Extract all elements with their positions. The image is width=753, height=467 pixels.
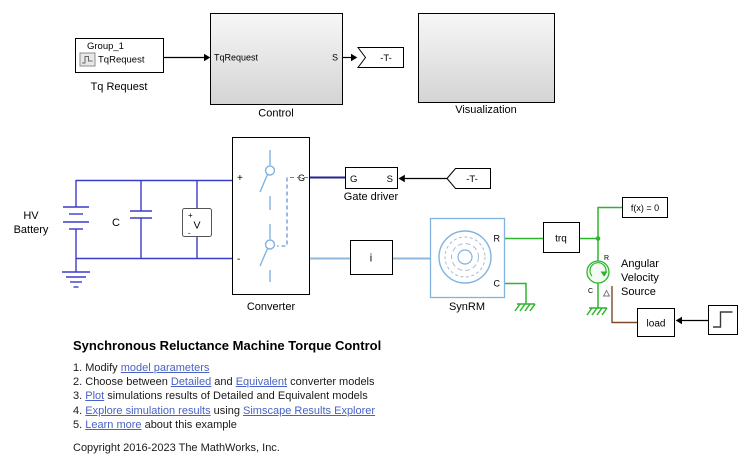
instruction-2: 2. Choose between Detailed and Equivalen… — [73, 375, 693, 389]
signal-waveform-icon — [79, 52, 96, 67]
link-plot[interactable]: Plot — [85, 390, 105, 403]
block-label: Tq Request — [91, 81, 148, 93]
block-label-line1: Angular — [621, 258, 659, 270]
link-learn-more[interactable]: Learn more — [85, 418, 142, 431]
port-label-c: C — [494, 279, 501, 289]
port-label-g: G — [350, 174, 357, 185]
voltmeter-plus-label: + — [188, 211, 193, 220]
instruction-1: 1. Modify model parameters — [73, 361, 693, 375]
port-label-c: C — [588, 288, 593, 295]
item-number: 4. — [73, 404, 83, 417]
instruction-3: 3. Plot simulations results of Detailed … — [73, 389, 693, 403]
block-converter[interactable]: + - G Converter — [232, 137, 310, 314]
voltmeter-minus-label: - — [188, 229, 191, 238]
wire-junction — [595, 236, 601, 241]
block-tq-request[interactable]: Group_1 TqRequest Tq Request — [75, 38, 164, 94]
port-label-minus: - — [237, 254, 240, 265]
model-diagram: Group_1 TqRequest Tq Request TqRequest S… — [14, 13, 738, 337]
capacitor-label: C — [112, 217, 120, 229]
block-label: Control — [258, 108, 293, 120]
block-control[interactable]: TqRequest S Control — [210, 13, 343, 120]
instruction-4: 4. Explore simulation results using Sims… — [73, 404, 693, 418]
item-text: converter models — [287, 376, 375, 389]
gate-dashed-line — [277, 176, 308, 247]
instruction-5: 5. Learn more about this example — [73, 418, 693, 432]
item-text: and — [211, 376, 236, 389]
link-detailed[interactable]: Detailed — [170, 376, 212, 389]
item-text: Choose between — [85, 376, 171, 389]
link-equivalent[interactable]: Equivalent — [235, 376, 288, 389]
block-label: Converter — [247, 301, 296, 313]
block-label-line2: Velocity — [621, 272, 659, 284]
item-text: using — [210, 404, 244, 417]
link-simscape-results-explorer[interactable]: Simscape Results Explorer — [243, 404, 376, 417]
block-solver-configuration[interactable]: f(x) = 0 — [622, 197, 668, 218]
port-label-s: S — [387, 174, 393, 185]
rotation-arrowhead — [600, 271, 608, 277]
item-number: 5. — [73, 418, 83, 431]
block-load[interactable]: load — [637, 308, 675, 337]
battery-label-line1: HV — [23, 210, 39, 222]
description-panel: Synchronous Reluctance Machine Torque Co… — [73, 338, 693, 454]
block-step[interactable] — [708, 305, 738, 335]
port-label-in: TqRequest — [214, 53, 259, 63]
item-text: about this example — [141, 418, 237, 431]
item-text: simulations results of Detailed and Equi… — [104, 390, 368, 403]
motor-icon — [438, 230, 492, 284]
port-label-out: S — [332, 53, 338, 63]
block-gate-driver[interactable]: G S Gate driver — [344, 167, 399, 204]
mechanical-wires — [504, 206, 622, 316]
port-label-plus: + — [237, 173, 243, 184]
voltmeter-label: V — [193, 220, 200, 232]
delta-marker-icon — [602, 289, 611, 297]
block-label: Gate driver — [344, 191, 399, 203]
link-explore-simulation-results[interactable]: Explore simulation results — [85, 404, 211, 417]
block-current-sensor[interactable]: i — [350, 240, 393, 275]
item-number: 1. — [73, 362, 83, 374]
block-label: f(x) = 0 — [631, 203, 659, 213]
block-synrm[interactable]: R C SynRM — [429, 217, 506, 314]
port-label-r: R — [494, 234, 501, 244]
signal-wires — [163, 56, 708, 322]
physical-signal-wire — [611, 286, 637, 324]
tag-label: -T- — [466, 174, 478, 185]
battery-label-line2: Battery — [14, 224, 49, 236]
waveform-glyph — [82, 56, 93, 64]
goto-tag[interactable]: -T- — [357, 47, 404, 68]
block-label: SynRM — [449, 301, 485, 313]
signal-arrowheads — [204, 53, 682, 325]
instructions-list: 1. Modify model parameters 2. Choose bet… — [73, 361, 693, 432]
item-number: 2. — [73, 376, 83, 389]
block-trq[interactable]: trq — [543, 222, 580, 253]
item-text: Modify — [85, 362, 121, 374]
block-label: load — [647, 319, 666, 330]
block-label: trq — [555, 234, 567, 245]
signal-name-label: TqRequest — [98, 55, 145, 66]
block-angular-velocity-source[interactable]: R C Angular Velocity Source — [586, 255, 659, 298]
port-label-r: R — [604, 255, 609, 262]
block-label: Visualization — [455, 104, 517, 116]
block-label-line3: Source — [621, 286, 656, 298]
group-name-label: Group_1 — [87, 41, 124, 52]
example-title: Synchronous Reluctance Machine Torque Co… — [73, 338, 382, 353]
item-number: 3. — [73, 390, 83, 403]
port-label-gate: G — [298, 173, 305, 183]
copyright-text: Copyright 2016-2023 The MathWorks, Inc. — [73, 442, 280, 455]
from-tag[interactable]: -T- — [446, 168, 491, 189]
link-model-parameters[interactable]: model parameters — [120, 362, 210, 374]
electrical-wires — [62, 179, 233, 288]
step-waveform-icon — [713, 311, 733, 328]
tag-label: -T- — [380, 53, 392, 64]
block-label: i — [370, 253, 372, 265]
converter-switch-icons — [259, 150, 276, 282]
block-voltmeter[interactable]: + V - — [182, 208, 212, 238]
block-visualization[interactable]: Visualization — [418, 13, 555, 117]
